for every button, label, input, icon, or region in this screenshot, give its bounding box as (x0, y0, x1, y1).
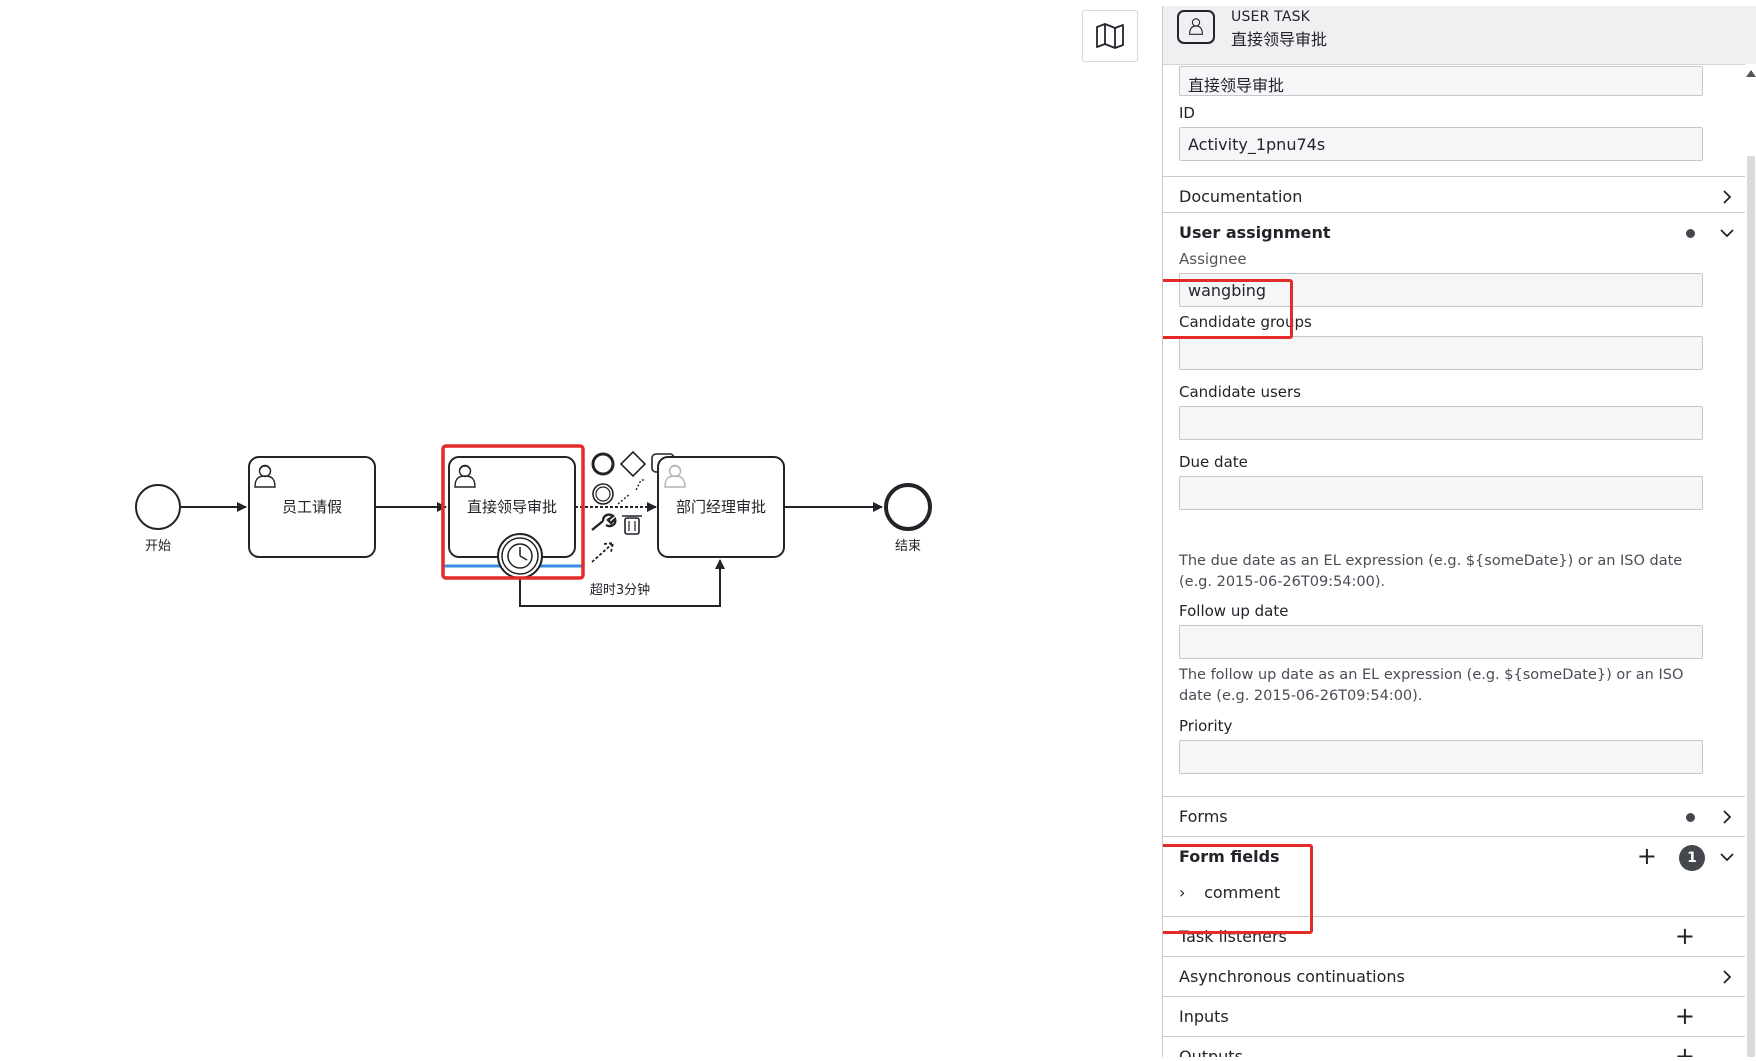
candidate-users-label: Candidate users (1179, 383, 1301, 401)
properties-panel: USER TASK 直接领导审批 直接领导审批 ID Activity_1pnu… (1162, 6, 1756, 1057)
element-name-label: 直接领导审批 (1231, 30, 1328, 49)
group-async-continuations[interactable]: Asynchronous continuations (1163, 956, 1745, 996)
end-event-label: 结束 (895, 539, 921, 554)
chevron-right-icon: › (1179, 883, 1186, 902)
add-form-field-plus-icon[interactable]: + (1636, 842, 1657, 870)
task-label-employee-leave: 员工请假 (282, 498, 342, 516)
follow-up-date-description: The follow up date as an EL expression (… (1179, 667, 1684, 704)
trash-icon[interactable] (622, 515, 642, 535)
assignee-label: Assignee (1179, 250, 1247, 268)
form-field-name: comment (1204, 883, 1281, 902)
group-inputs[interactable]: Inputs + (1163, 996, 1745, 1036)
group-title: Asynchronous continuations (1179, 967, 1405, 986)
due-date-description: The due date as an EL expression (e.g. $… (1179, 553, 1683, 590)
scrollbar-thumb[interactable] (1747, 156, 1755, 1057)
timer-boundary-event[interactable] (497, 533, 543, 579)
chevron-right-icon (1723, 970, 1732, 984)
assignee-input[interactable]: wangbing (1179, 273, 1703, 307)
group-title: Form fields (1179, 847, 1280, 866)
add-output-plus-icon[interactable]: + (1674, 1042, 1695, 1057)
add-input-plus-icon[interactable]: + (1674, 1002, 1695, 1030)
follow-up-date-input[interactable] (1179, 625, 1703, 659)
id-label: ID (1179, 104, 1195, 122)
due-date-label: Due date (1179, 453, 1248, 471)
end-event[interactable] (884, 483, 932, 531)
chevron-down-icon (1720, 853, 1734, 862)
group-forms[interactable]: Forms (1163, 796, 1745, 836)
due-date-input[interactable] (1179, 476, 1703, 510)
timer-sequence-flow[interactable] (519, 559, 725, 607)
id-input[interactable]: Activity_1pnu74s (1179, 127, 1703, 161)
add-task-listener-plus-icon[interactable]: + (1674, 922, 1695, 950)
group-title: User assignment (1179, 223, 1331, 242)
scroll-up-arrow-icon[interactable] (1746, 70, 1756, 77)
priority-input[interactable] (1179, 740, 1703, 774)
group-form-fields[interactable]: Form fields + 1 › comment (1163, 836, 1745, 916)
task-label-dept-manager-approval: 部门经理审批 (676, 498, 766, 516)
group-title: Forms (1179, 807, 1228, 826)
user-task-icon (1177, 10, 1215, 44)
append-text-annotation-icon[interactable] (617, 479, 646, 505)
group-title: Documentation (1179, 187, 1303, 206)
group-title: Outputs (1179, 1047, 1243, 1057)
highlight-form-fields (1163, 844, 1313, 934)
timer-flow-label: 超时3分钟 (590, 582, 650, 598)
highlight-selected-task (441, 444, 585, 580)
name-input[interactable]: 直接领导审批 (1179, 66, 1703, 96)
element-type-label: USER TASK (1231, 9, 1311, 25)
append-gateway-icon[interactable] (619, 450, 647, 478)
candidate-groups-label: Candidate groups (1179, 313, 1312, 331)
scrollbar[interactable] (1745, 64, 1756, 1057)
group-outputs[interactable]: Outputs + (1163, 1036, 1745, 1057)
start-event-label: 开始 (145, 539, 171, 554)
connect-arrow-icon[interactable] (591, 541, 615, 563)
bpmn-canvas[interactable]: 开始 员工请假 直接领导审批 超时3分钟 (0, 0, 1080, 1057)
candidate-groups-input[interactable] (1179, 336, 1703, 370)
chevron-right-icon (1723, 810, 1732, 824)
group-documentation[interactable]: Documentation (1163, 176, 1745, 216)
highlight-assignee (1163, 279, 1293, 339)
group-title: Inputs (1179, 1007, 1229, 1026)
chevron-right-icon (1723, 190, 1732, 204)
group-user-assignment[interactable]: User assignment (1163, 212, 1745, 252)
panel-header: USER TASK 直接领导审批 (1163, 6, 1756, 65)
follow-up-date-label: Follow up date (1179, 602, 1289, 620)
chevron-down-icon (1720, 229, 1734, 238)
data-indicator-dot (1686, 229, 1695, 238)
map-toggle-button[interactable] (1082, 10, 1138, 62)
task-label-leader-approval: 直接领导审批 (467, 498, 557, 516)
append-end-event-icon[interactable] (591, 452, 615, 476)
data-indicator-dot (1686, 813, 1695, 822)
form-field-item[interactable]: › comment (1179, 883, 1280, 902)
start-event[interactable] (135, 484, 181, 530)
priority-label: Priority (1179, 717, 1233, 735)
form-fields-count-badge: 1 (1679, 845, 1705, 871)
map-icon (1096, 23, 1124, 49)
wrench-icon[interactable] (591, 513, 617, 531)
candidate-users-input[interactable] (1179, 406, 1703, 440)
